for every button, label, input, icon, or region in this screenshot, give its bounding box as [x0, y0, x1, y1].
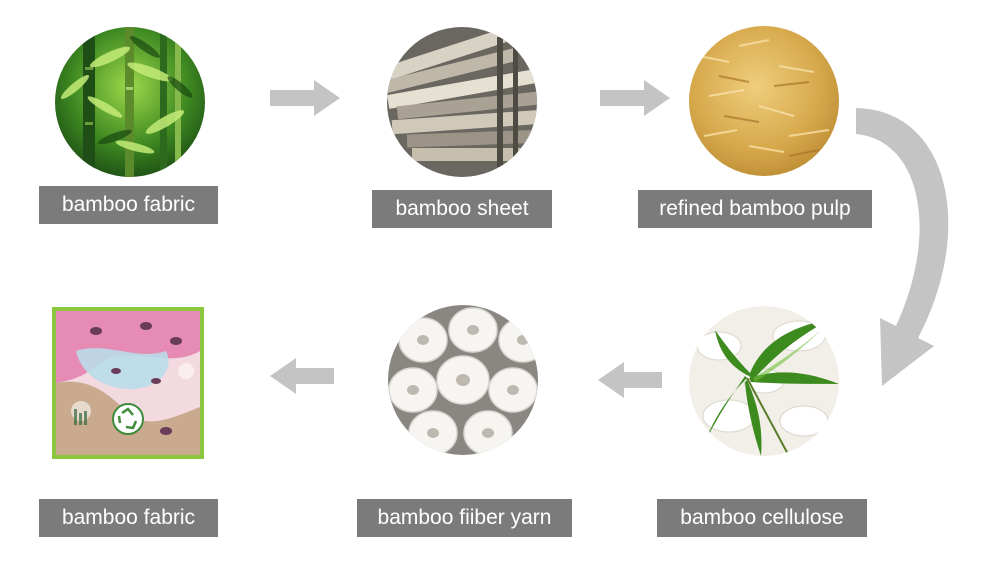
step-label-cellulose: bamboo cellulose	[657, 499, 867, 537]
step-label-bamboo: bamboo fabric	[39, 186, 218, 224]
printed-fabric-photo	[52, 307, 204, 459]
arrow-left-icon	[270, 358, 334, 394]
step-label-sheet: bamboo sheet	[372, 190, 552, 228]
arrow-left-icon	[598, 362, 662, 398]
step-label-pulp: refined bamboo pulp	[638, 190, 872, 228]
bamboo-pulp-photo	[689, 26, 839, 176]
bamboo-sheet-photo	[387, 27, 537, 177]
yarn-cones-photo	[388, 305, 538, 455]
step-label-yarn: bamboo fiiber yarn	[357, 499, 572, 537]
bamboo-pulp-icon	[689, 26, 839, 176]
arrow-right-icon	[270, 80, 340, 116]
bamboo-cellulose-icon	[689, 306, 839, 456]
bamboo-forest-photo	[55, 27, 205, 177]
arrow-right-icon	[600, 80, 670, 116]
bamboo-cellulose-photo	[689, 306, 839, 456]
yarn-cones-icon	[388, 305, 538, 455]
curved-arrow-down-icon	[840, 100, 970, 405]
step-label-fabric: bamboo fabric	[39, 499, 218, 537]
printed-fabric-icon	[56, 311, 200, 455]
bamboo-sheet-icon	[387, 27, 537, 177]
bamboo-forest-icon	[55, 27, 205, 177]
